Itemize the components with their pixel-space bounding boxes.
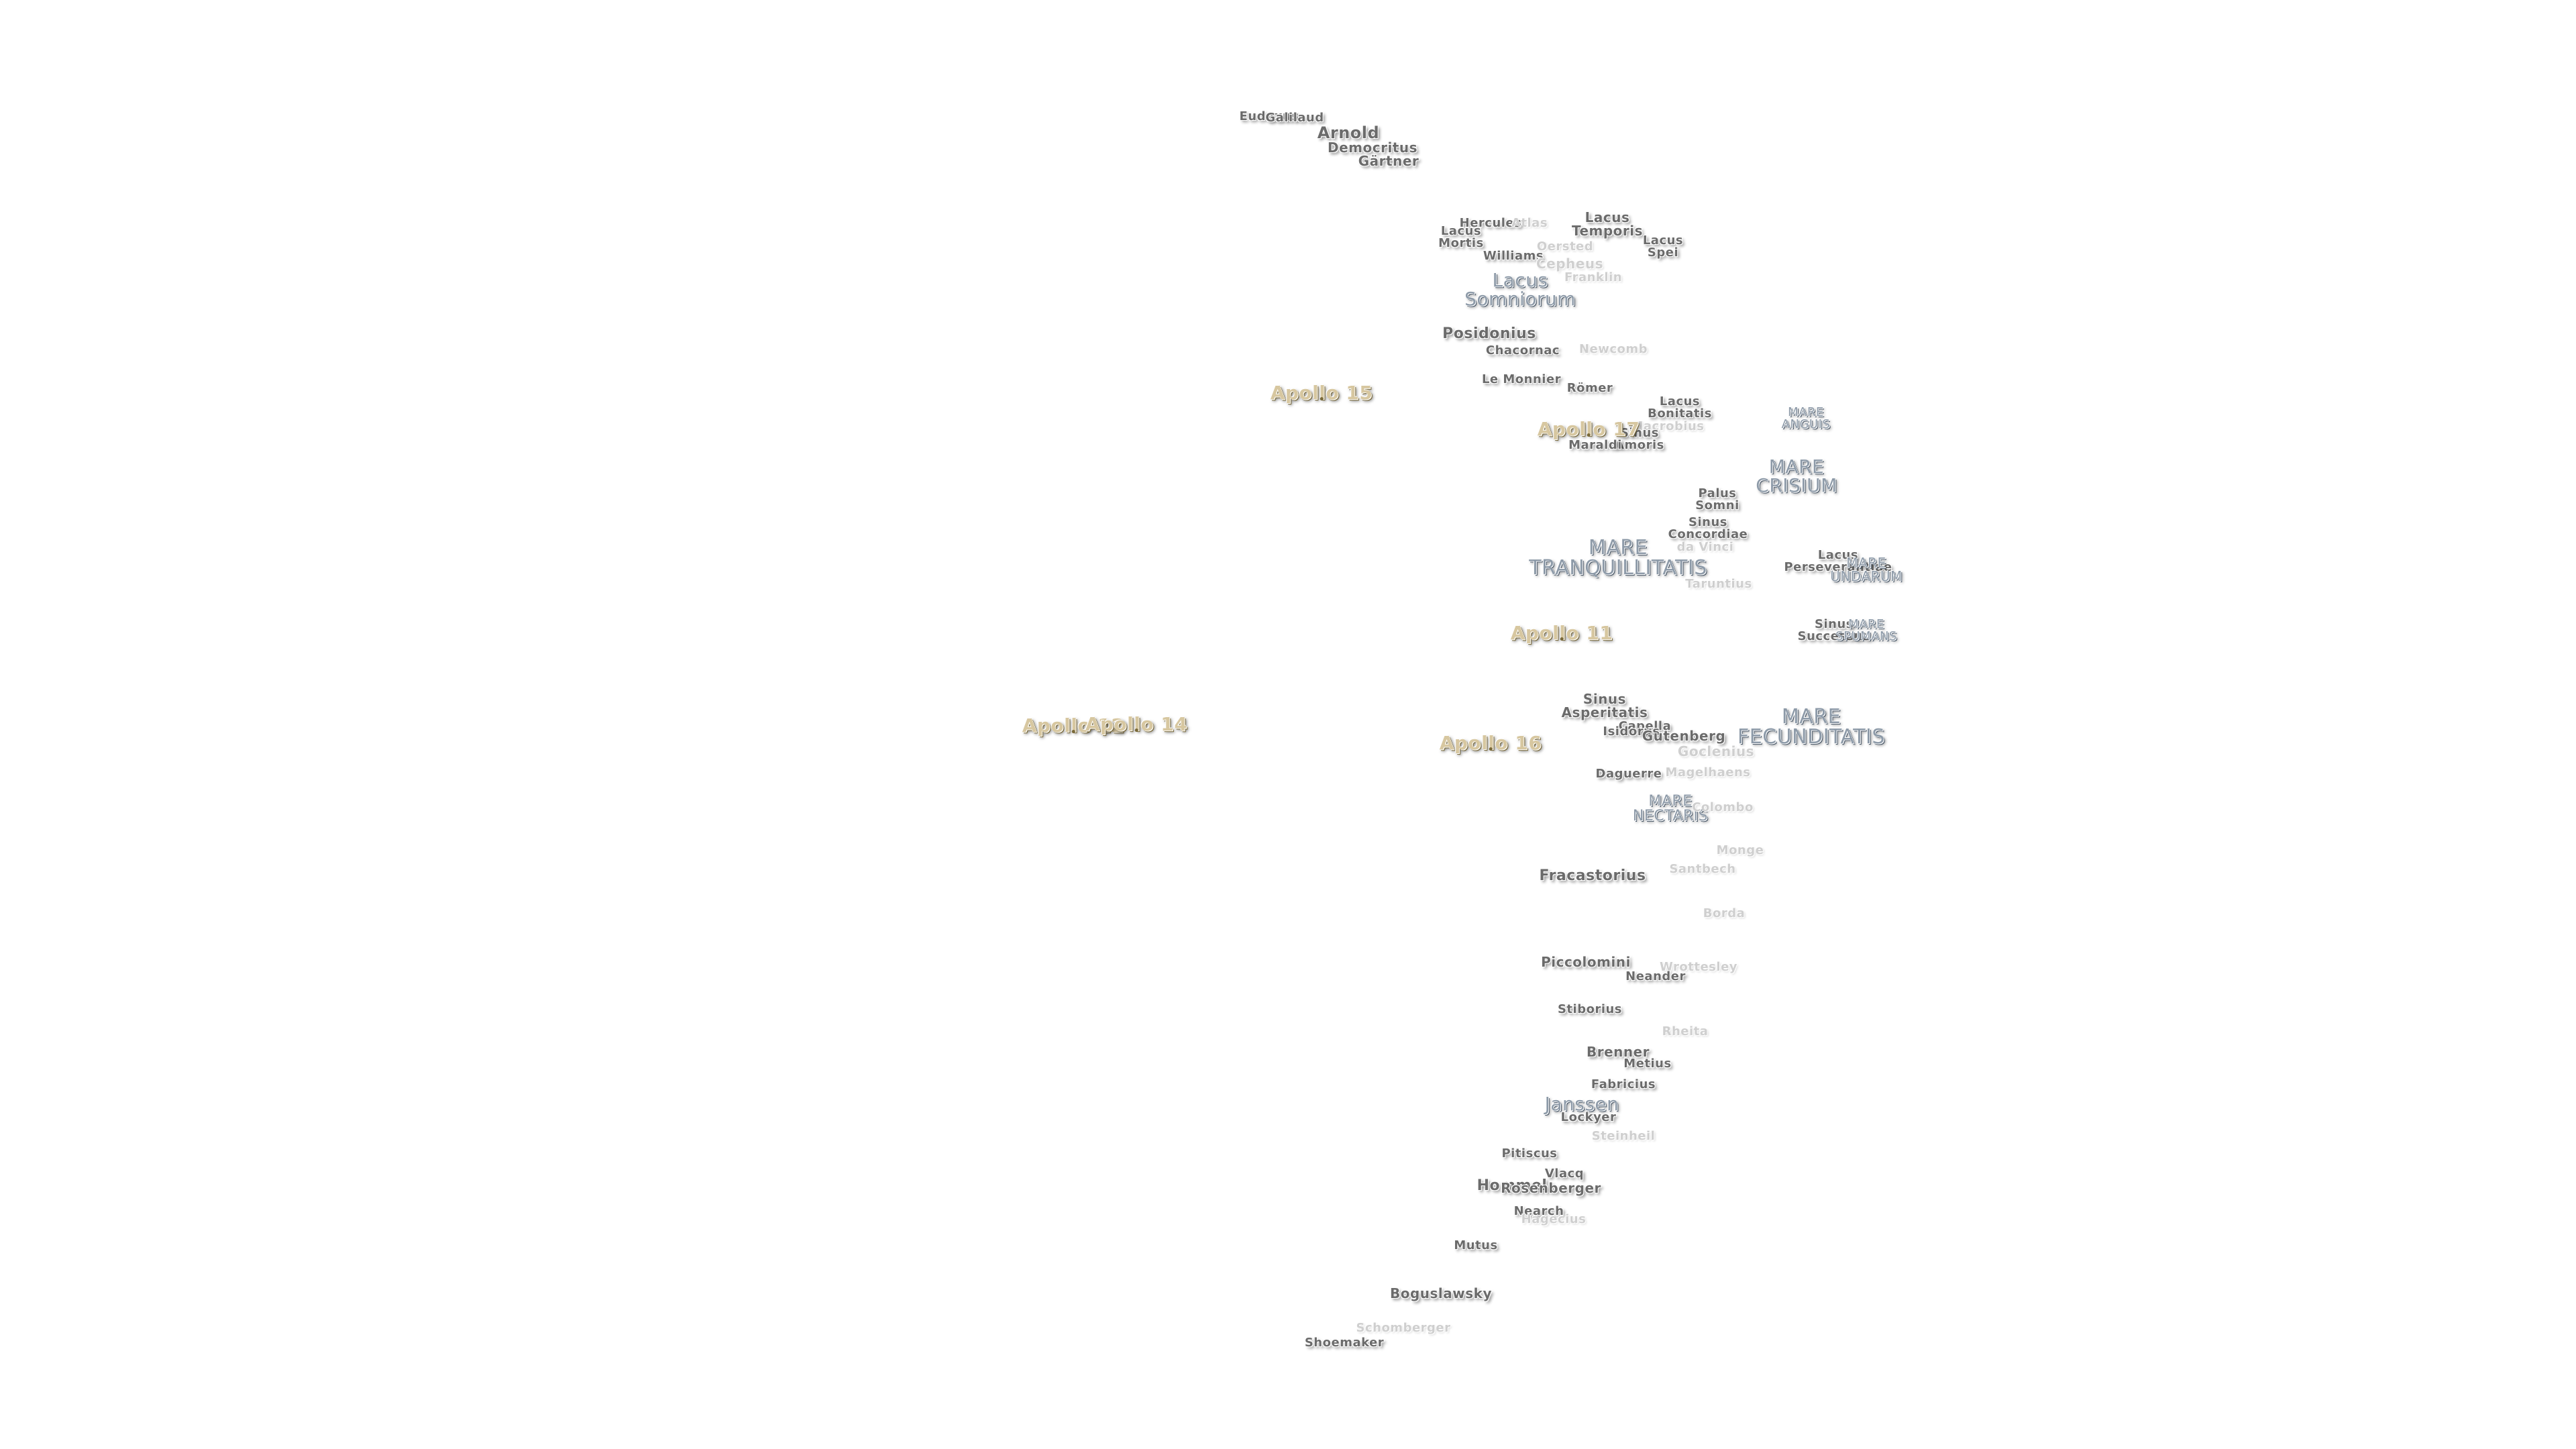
lake-label-lacus-mortis: Lacus Mortis (1438, 224, 1484, 250)
crater-label-borda: Borda (1703, 906, 1746, 920)
crater-label-maraldi: Maraldi (1568, 438, 1622, 452)
crater-label-stiborius: Stiborius (1557, 1002, 1623, 1016)
crater-label-neander: Neander (1625, 969, 1686, 983)
crater-label-schomberger: Schomberger (1356, 1321, 1451, 1335)
crater-label-da-vinci: da Vinci (1676, 540, 1734, 554)
apollo-16-landing-site[interactable]: Apollo 16 (1439, 732, 1542, 754)
mare-label-mare-tranquillitatis: MARE TRANQUILLITATIS (1529, 536, 1707, 580)
mare-label-mare-undarum: MARE UNDARUM (1830, 555, 1902, 584)
crater-label-piccolomini: Piccolomini (1541, 954, 1631, 970)
crater-label-atlas: Atlas (1511, 216, 1548, 230)
mare-label-mare-anguis: MARE ANGUIS (1781, 405, 1831, 431)
bay-label-sinus-concordiae: Sinus Concordiae (1668, 515, 1748, 541)
crater-label-eudoxus: Eudoxus (1239, 109, 1299, 123)
crater-label-posidonius: Posidonius (1442, 325, 1536, 342)
bay-label-sinus-asperitatis: Sinus Asperitatis (1561, 691, 1648, 720)
crater-label-brenner: Brenner (1586, 1044, 1650, 1060)
crater-label-metius: Metius (1623, 1057, 1672, 1071)
lake-label-lacus-temporis: Lacus Temporis (1571, 209, 1644, 239)
crater-label-chacornac: Chacornac (1485, 343, 1560, 358)
crater-label-williams: Williams (1483, 249, 1544, 263)
marsh-label-palus-somni: Palus Somni (1695, 486, 1739, 513)
crater-label-wrottesley: Wrottesley (1659, 960, 1738, 974)
crater-label-santbech: Santbech (1669, 862, 1736, 876)
crater-label-daguerre: Daguerre (1595, 767, 1662, 781)
crater-label-capella: Capella (1618, 719, 1672, 733)
crater-label-mutus: Mutus (1454, 1238, 1498, 1252)
crater-label-le-monnier: Le Monnier (1481, 372, 1562, 386)
crater-label-macrobius: Macrobius (1631, 419, 1705, 433)
crater-label-oersted: Oersted (1536, 239, 1594, 254)
mare-label-mare-fecunditatis: MARE FECUNDITATIS (1737, 705, 1885, 749)
apollo-17-landing-site[interactable]: Apollo 17 (1537, 418, 1640, 440)
crater-label-goclenius: Goclenius (1677, 743, 1755, 759)
crater-label-fabricius: Fabricius (1591, 1077, 1656, 1091)
crater-label-lockyer: Lockyer (1560, 1110, 1617, 1124)
crater-label-taruntius: Taruntius (1685, 577, 1752, 591)
bay-label-sinus-successus: Sinus Successus (1797, 617, 1871, 643)
crater-label-shoemaker: Shoemaker (1304, 1336, 1385, 1350)
crater-label-franklin: Franklin (1564, 270, 1623, 284)
mare-label-mare-crisium: MARE CRISIUM (1756, 455, 1837, 496)
crater-label-hercules: Hercules (1459, 216, 1522, 230)
crater-label-pitiscus: Pitiscus (1501, 1146, 1558, 1161)
mare-label-mare-nectaris: MARE NECTARIS (1632, 793, 1709, 824)
crater-label-vlacq: Vlacq (1544, 1167, 1585, 1181)
crater-label-cepheus: Cepheus (1536, 256, 1604, 272)
crater-label-democritus: Democritus (1327, 140, 1418, 156)
crater-label-gartner: Gärtner (1358, 153, 1419, 169)
crater-label-steinheil: Steinheil (1591, 1129, 1656, 1143)
crater-label-newcomb: Newcomb (1578, 342, 1648, 356)
apollo-15-landing-site[interactable]: Apollo 15 (1270, 382, 1373, 404)
apollo-11-landing-site[interactable]: Apollo 11 (1510, 622, 1613, 644)
crater-label-romer: Römer (1566, 381, 1613, 395)
crater-label-janssen: Janssen (1544, 1093, 1619, 1115)
crater-label-hagecius: Hagecius (1521, 1212, 1587, 1226)
crater-label-rosenberger: Rosenberger (1501, 1180, 1601, 1196)
apollo-12-landing-site[interactable]: Apollo 12 (1022, 714, 1125, 737)
mare-label-mare-spumans: MARE SPUMANS (1835, 617, 1897, 643)
crater-label-colombo: Colombo (1692, 800, 1754, 814)
crater-label-monge: Monge (1716, 843, 1764, 857)
lake-label-lacus-perseverantiae: Lacus Perseverantiae (1784, 548, 1892, 574)
lake-label-lacus-spei: Lacus Spei (1642, 233, 1684, 260)
crater-label-gutenberg: Gutenberg (1642, 728, 1726, 744)
crater-label-nearch: Nearch (1513, 1204, 1564, 1218)
crater-label-arnold: Arnold (1317, 123, 1380, 142)
crater-label-isidorus: Isidorus (1603, 724, 1660, 739)
crater-label-rheita: Rheita (1662, 1024, 1709, 1038)
crater-label-fracastorius: Fracastorius (1539, 867, 1646, 884)
bay-label-sinus-amoris: Sinus Amoris (1615, 426, 1664, 452)
crater-label-magelhaens: Magelhaens (1665, 765, 1751, 780)
crater-label-galilaud: Galilaud (1265, 111, 1324, 125)
lake-label-lacus-somniorum: Lacus Somniorum (1464, 269, 1576, 310)
crater-label-boguslawsky: Boguslawsky (1389, 1285, 1493, 1301)
crater-label-hommel: Hommel (1477, 1177, 1548, 1194)
apollo-14-landing-site[interactable]: Apollo 14 (1085, 713, 1188, 735)
lake-label-lacus-bonitatis: Lacus Bonitatis (1648, 394, 1712, 421)
